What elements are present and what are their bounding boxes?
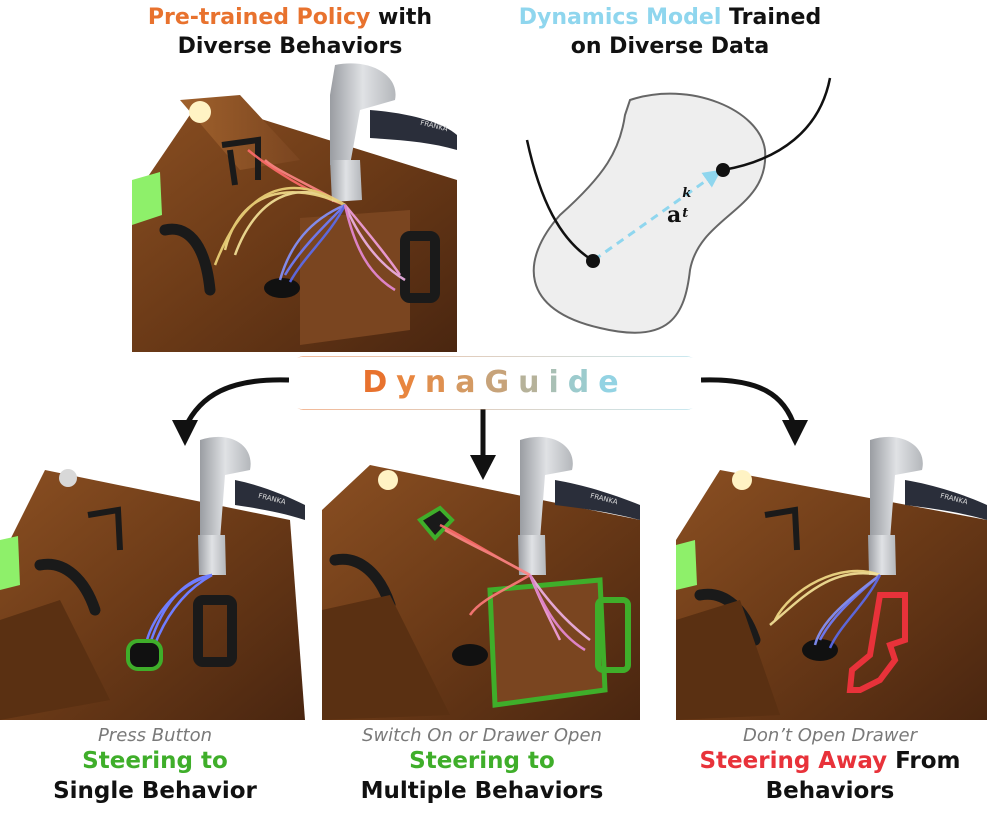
panel-2-title: Steering to Multiple Behaviors — [360, 748, 604, 804]
top-left-scene — [132, 63, 457, 352]
brand-letter: a — [455, 365, 485, 400]
brand-letter: D — [362, 365, 397, 400]
top-left-title: Pre-trained Policy with Diverse Behavior… — [147, 5, 433, 59]
policy-highlight: Pre-trained Policy — [147, 5, 371, 30]
switch-fixture — [221, 136, 261, 186]
panel-3-title: Steering Away From Behaviors — [699, 748, 961, 804]
panel-2-task: Switch On or Drawer Open — [362, 725, 602, 746]
panel-1-title: Steering to Single Behavior — [53, 748, 257, 804]
dynamics-diagram — [525, 77, 832, 334]
brand-letter: i — [548, 365, 568, 400]
handle-left — [159, 223, 216, 296]
light-bulb — [189, 101, 211, 123]
panel-3-caption: Don’t Open Drawer Steering Away From Beh… — [680, 725, 980, 806]
panel-2-caption: Switch On or Drawer Open Steering to Mul… — [322, 725, 642, 806]
brand-letter: G — [484, 365, 519, 400]
brand-letter: y — [396, 365, 425, 400]
panel-1-caption: Press Button Steering to Single Behavior — [20, 725, 290, 806]
button-base — [264, 278, 300, 298]
brand-letter: n — [424, 365, 456, 400]
robot-arm — [330, 63, 396, 165]
green-switch — [132, 172, 162, 225]
dynaguide-logo: DynaGuide — [289, 357, 701, 409]
brand-letter: e — [598, 365, 628, 400]
brand-letter: d — [567, 365, 599, 400]
brand-letter: u — [518, 365, 549, 400]
panel-1-task: Press Button — [97, 725, 213, 746]
panel-1-scene — [0, 436, 305, 720]
panel-2-scene — [322, 436, 640, 720]
drawer — [300, 210, 410, 345]
panel-3-scene — [676, 436, 987, 720]
panel-3-task: Don’t Open Drawer — [742, 725, 918, 746]
top-right-title: Dynamics Model Trained on Diverse Data — [518, 5, 822, 59]
flow-arrows — [172, 377, 808, 480]
dynamics-highlight: Dynamics Model — [518, 5, 722, 30]
